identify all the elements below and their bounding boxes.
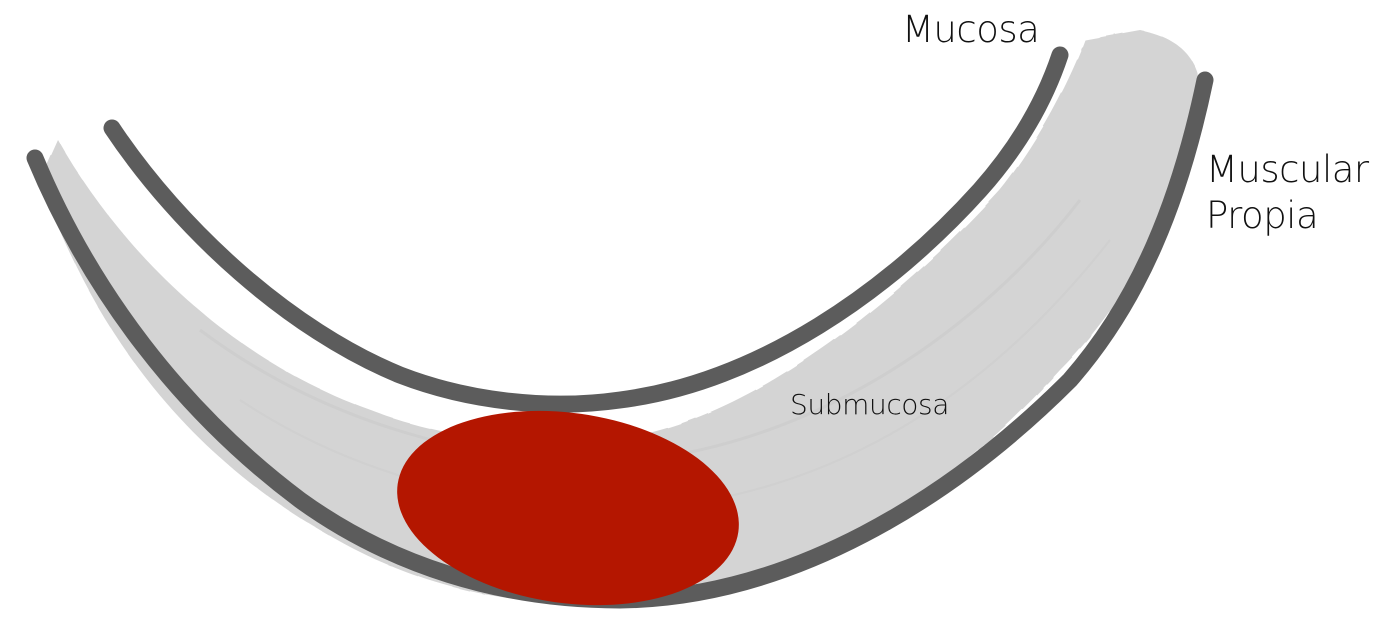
muscular-propia-label: Muscular Propia <box>1206 147 1369 239</box>
muscular-label-line1: Muscular <box>1206 147 1369 193</box>
mucosa-label: Mucosa <box>902 10 1039 51</box>
submucosa-label: Submucosa <box>790 390 949 421</box>
muscular-label-line2: Propia <box>1206 193 1369 239</box>
